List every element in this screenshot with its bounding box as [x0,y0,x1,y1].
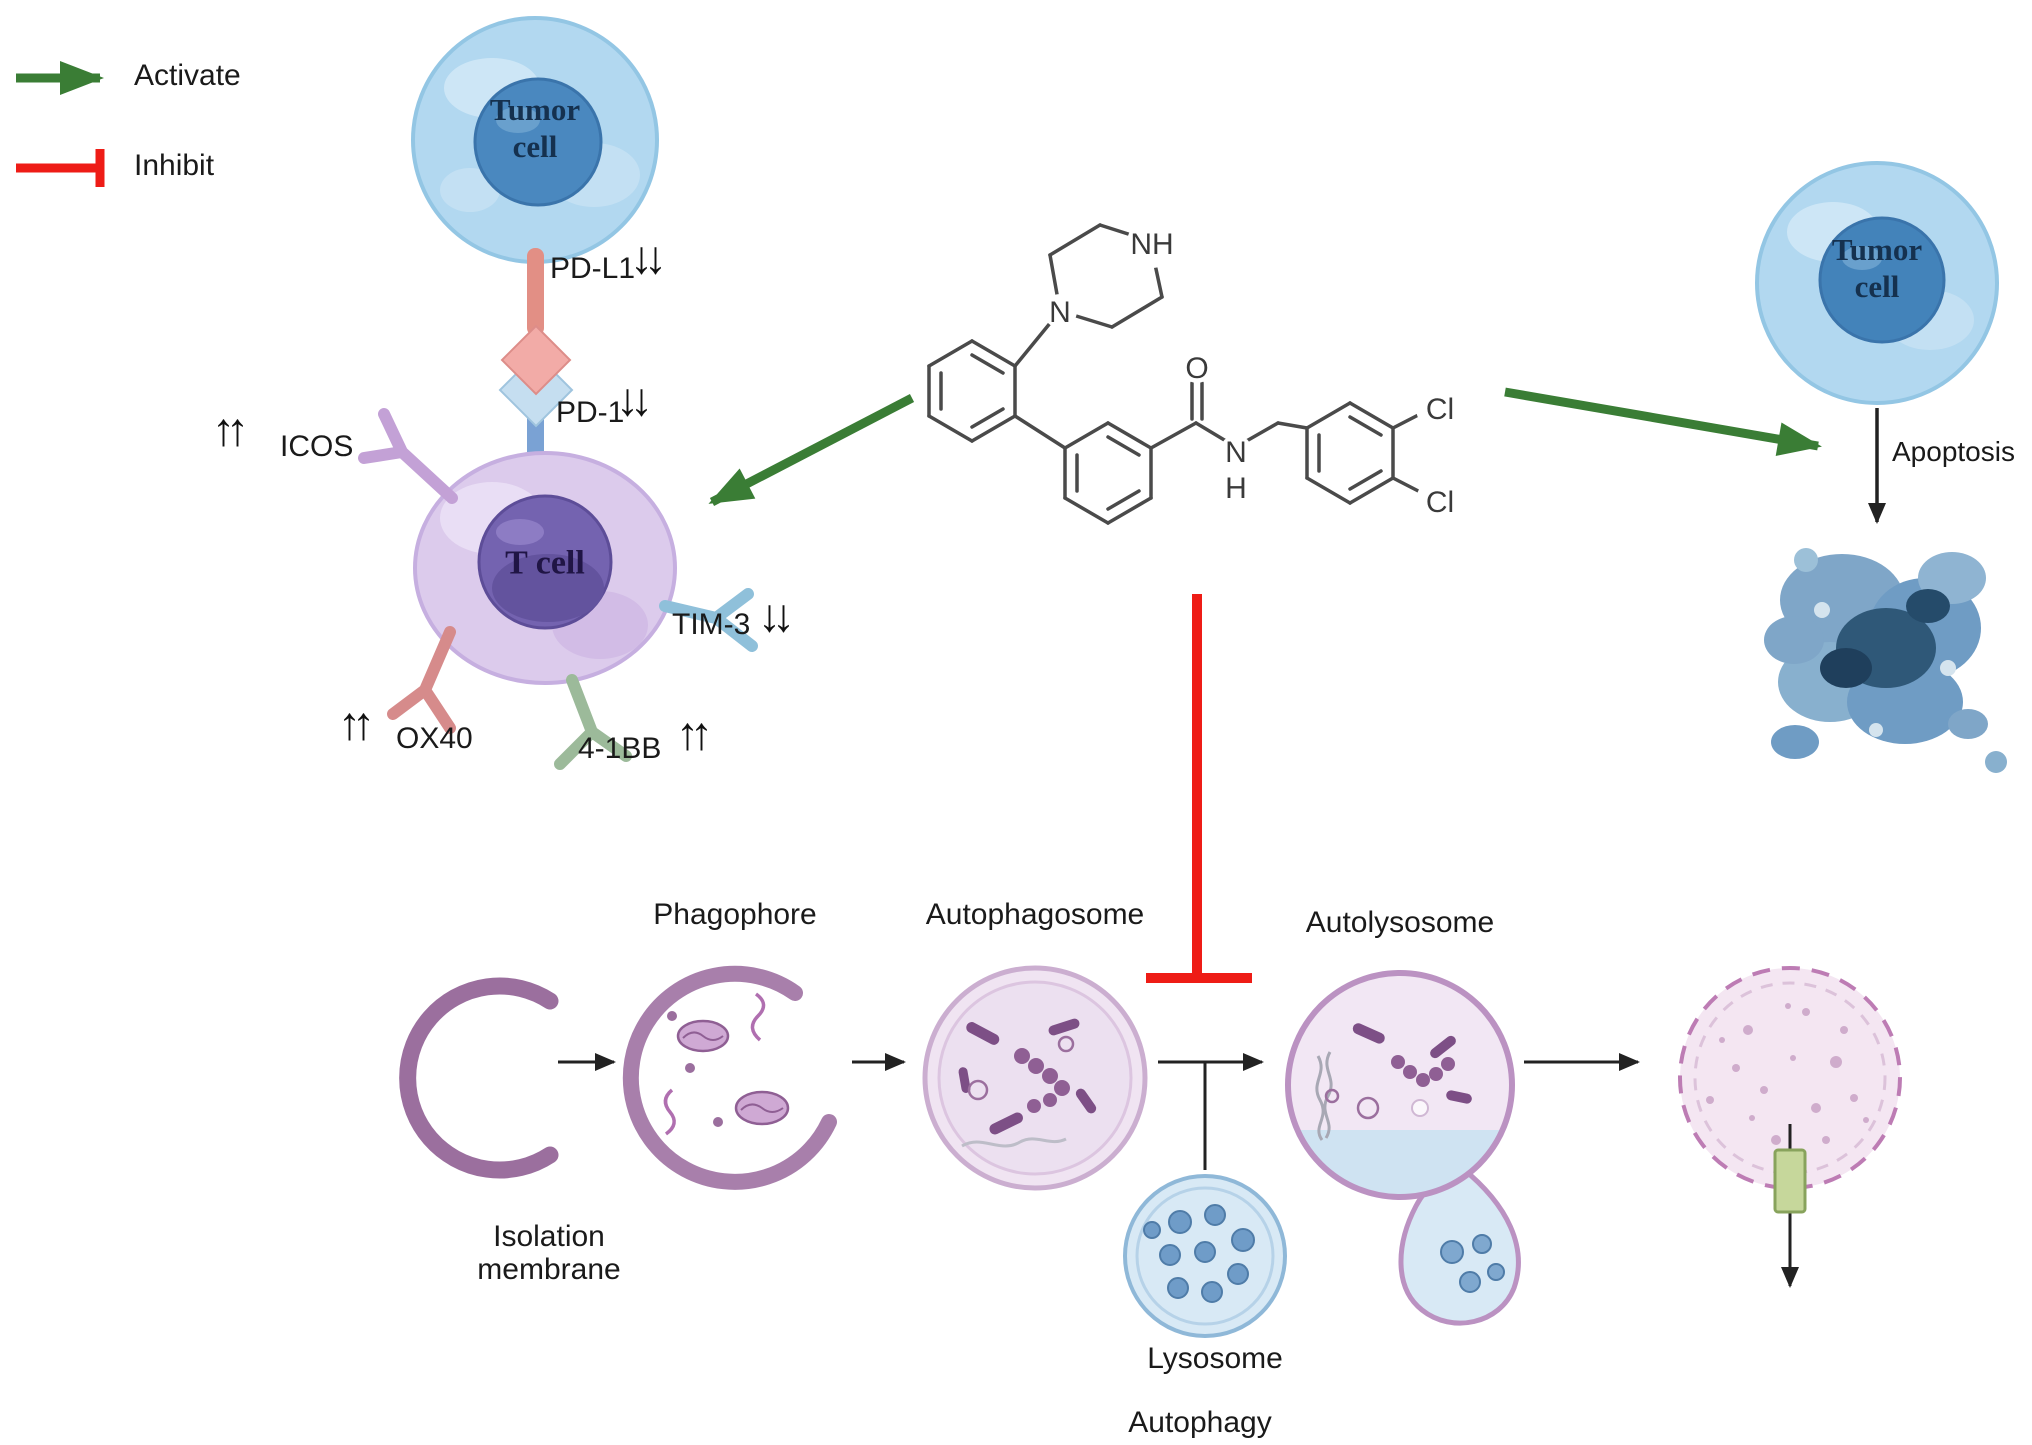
apoptosis-label: Apoptosis [1892,436,2015,467]
ox40-up-arrows: ↑↑ [338,697,375,749]
pd-1-label: PD-1 [556,396,625,429]
autolysosome-graphic [1285,970,1521,1326]
autolysosome-label: Autolysosome [1305,906,1495,939]
icos-receptor [358,408,458,504]
t-cell-graphic [413,451,677,685]
atom-label-h-amide: H [1225,472,1247,505]
tumor-cell-left-line2: cell [512,129,558,164]
atom-label-o: O [1185,352,1208,385]
pd-l1-down-arrows: ↓↓ [630,231,667,283]
membrane-channel [1773,1148,1807,1214]
apoptotic-cell-graphic [1764,548,2007,773]
legend-inhibit-symbol [16,149,105,187]
atom-label-n-piperazine: N [1049,296,1071,329]
isolation-membrane-label: Isolation membrane [477,1220,620,1286]
tumor-cell-right-line2: cell [1854,269,1900,304]
autophagy-title: Autophagy [1128,1406,1272,1439]
icos-up-arrows: ↑↑ [212,403,249,455]
ox40-receptor [387,626,456,734]
t-cell-label: T cell [505,544,585,582]
tumor-cell-left-line1: Tumor [489,91,581,127]
autophagosome-label: Autophagosome [925,898,1145,931]
isolation-membrane-graphic [399,977,559,1179]
atom-label-n-amide: N [1225,436,1247,469]
inhibit-line-to-autophagy [1146,594,1252,983]
atom-label-nh: NH [1130,228,1173,261]
phagophore-graphic [622,965,837,1190]
phagophore-label: Phagophore [653,898,817,931]
activate-arrow-to-t-cell [708,394,915,506]
pd-1-down-arrows: ↓↓ [616,373,653,425]
isolation-membrane-line2: membrane [477,1253,621,1286]
pd-l1-pd-1-connector [498,248,574,474]
tim-3-down-arrows: ↓↓ [758,589,795,641]
4-1bb-label: 4-1BB [578,732,662,765]
tumor-cell-left-graphic [411,16,659,264]
lysosome-label: Lysosome [1147,1342,1283,1375]
lysosome-graphic [1123,1174,1287,1338]
isolation-membrane-line1: Isolation [493,1220,605,1253]
autophagosome-graphic [922,965,1148,1191]
legend-activate-label: Activate [134,59,241,92]
tumor-cell-right-label: Tumor cell [1832,231,1922,305]
atom-label-cl-top: Cl [1426,393,1454,426]
tim-3-label: TIM-3 [672,608,751,641]
tumor-cell-right-graphic [1755,161,1999,405]
activate-arrow-to-tumor-cell [1504,387,1822,456]
tim-3-receptor [659,588,758,652]
4-1bb-receptor [554,674,632,770]
4-1bb-up-arrows: ↑↑ [676,707,713,759]
pathway-arrow-3 [1158,1053,1264,1170]
autolysosome-product-vesicle [1678,966,1902,1288]
compound-structure: NH N O N H Cl Cl [927,218,1464,525]
legend-inhibit-label: Inhibit [134,149,215,182]
pd-l1-label: PD-L1 [550,252,636,285]
tumor-cell-right-line1: Tumor [1831,231,1923,267]
icos-label: ICOS [280,430,354,463]
atom-label-cl-bottom: Cl [1426,486,1454,519]
ox40-label: OX40 [396,722,473,755]
tumor-cell-left-label: Tumor cell [490,91,580,165]
